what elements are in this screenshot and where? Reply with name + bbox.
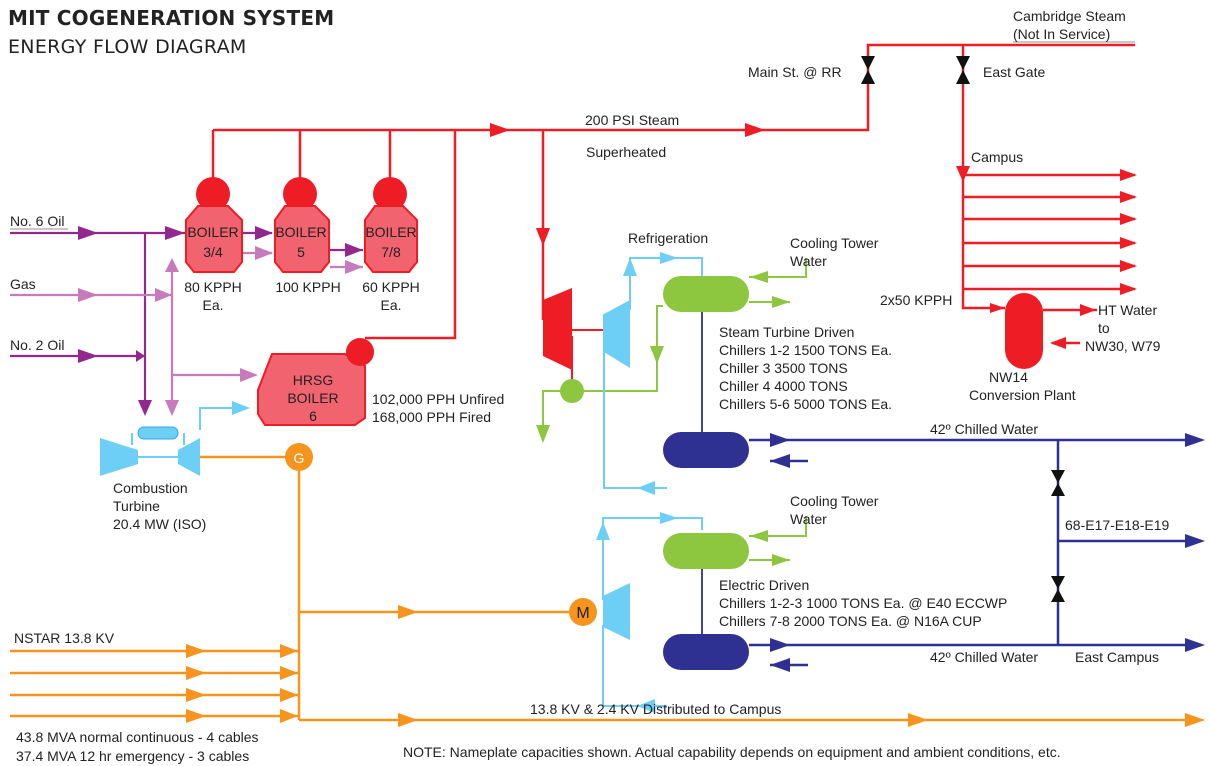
combustion-turbine[interactable] xyxy=(100,401,250,476)
steam-superheated-label: Superheated xyxy=(586,144,666,160)
hrsg-type: BOILER xyxy=(287,390,338,406)
hrsg-unfired-capacity: 102,000 PPH Unfired xyxy=(372,391,504,407)
fuel-gas-label: Gas xyxy=(10,276,36,292)
campus-steam-label: Campus xyxy=(971,149,1023,165)
chilled-water-lines xyxy=(749,438,1190,667)
motor-label: M xyxy=(576,605,589,622)
diagram-title: MIT COGENERATION SYSTEM xyxy=(8,6,335,30)
distribution-label: 13.8 KV & 2.4 KV Distributed to Campus xyxy=(530,701,781,717)
east-gate-branch xyxy=(961,45,1005,310)
electric-chiller-title: Electric Driven xyxy=(719,577,809,593)
htx-capacity-label: 2x50 KPPH xyxy=(880,292,952,308)
generator-label: G xyxy=(294,450,305,466)
valve-main-st-label: Main St. @ RR xyxy=(748,64,842,80)
boiler-7-8-capacity-note: Ea. xyxy=(380,297,401,313)
electric-network xyxy=(10,455,1195,722)
valve-east-gate-label: East Gate xyxy=(983,64,1045,80)
turbine-label-1: Combustion xyxy=(113,480,188,496)
fuel-no2-label: No. 2 Oil xyxy=(10,337,64,353)
hrsg-steam-riser xyxy=(365,130,457,340)
evaporator-2[interactable] xyxy=(663,634,749,670)
nw14-plant: Conversion Plant xyxy=(969,387,1076,403)
fuel-arrows xyxy=(78,226,363,416)
steam-header-line xyxy=(213,43,1135,132)
nw14-name: NW14 xyxy=(989,369,1028,385)
chilled-water-2-label: 42º Chilled Water xyxy=(930,649,1038,665)
cambridge-steam-label: Cambridge Steam xyxy=(1013,8,1126,24)
electric-arrows xyxy=(186,605,1205,727)
refrigerant-arrows xyxy=(596,252,678,713)
footnote: NOTE: Nameplate capacities shown. Actual… xyxy=(403,744,1061,760)
cooling-tower-2-label: Cooling Tower xyxy=(790,493,879,509)
valve-main-st[interactable] xyxy=(861,56,875,84)
electric-chiller-line-2: Chillers 7-8 2000 TONS Ea. @ N16A CUP xyxy=(719,613,982,629)
hrsg-boiler-6[interactable] xyxy=(257,338,374,426)
steam-chiller-line-3: Chiller 4 4000 TONS xyxy=(719,378,848,394)
turbine-capacity: 20.4 MW (ISO) xyxy=(113,516,206,532)
motor[interactable]: M xyxy=(569,598,597,626)
nstar-label: NSTAR 13.8 KV xyxy=(14,630,115,646)
steam-header-label: 200 PSI Steam xyxy=(585,112,679,128)
boiler-7-8[interactable] xyxy=(364,177,418,273)
hrsg-fired-capacity: 168,000 PPH Fired xyxy=(372,409,491,425)
boiler-3-4-capacity: 80 KPPH xyxy=(184,279,242,295)
chilled-link-label: 68-E17-E18-E19 xyxy=(1065,517,1170,533)
turbine-label-2: Turbine xyxy=(113,498,160,514)
boiler-3-4-id: 3/4 xyxy=(203,244,223,260)
steam-arrows xyxy=(490,123,1137,349)
cooling-tower-arrows xyxy=(750,271,790,566)
refrigeration-label: Refrigeration xyxy=(628,230,708,246)
steam-chiller-line-2: Chiller 3 3500 TONS xyxy=(719,360,848,376)
steam-network xyxy=(211,43,1135,345)
generator[interactable]: G xyxy=(285,443,313,471)
valve-east-gate[interactable] xyxy=(956,56,970,84)
cooling-tower-1-label: Cooling Tower xyxy=(790,235,879,251)
mva-emergency-label: 37.4 MVA 12 hr emergency - 3 cables xyxy=(16,748,249,764)
electric-chiller-compressor[interactable] xyxy=(603,583,630,640)
steam-turbine-chiller[interactable] xyxy=(536,288,664,443)
valve-chilled-upper[interactable] xyxy=(1051,470,1065,496)
diagram-subtitle: ENERGY FLOW DIAGRAM xyxy=(8,36,247,58)
boiler-3-4-name: BOILER xyxy=(187,224,238,240)
boiler-5[interactable] xyxy=(274,177,330,273)
boiler-5-id: 5 xyxy=(297,244,305,260)
cambridge-not-in-service: (Not In Service) xyxy=(1013,26,1110,42)
ht-water-label: HT Water xyxy=(1098,302,1157,318)
ht-water-dest: NW30, W79 xyxy=(1085,338,1161,354)
nw14-conversion-plant[interactable] xyxy=(1005,293,1043,369)
valve-chilled-lower[interactable] xyxy=(1051,576,1065,602)
mva-normal-label: 43.8 MVA normal continuous - 4 cables xyxy=(16,729,259,745)
fuel-no6-label: No. 6 Oil xyxy=(10,213,64,229)
chilled-water-1-label: 42º Chilled Water xyxy=(930,421,1038,437)
electric-chiller-line-1: Chillers 1-2-3 1000 TONS Ea. @ E40 ECCWP xyxy=(719,595,1007,611)
boiler-3-4-capacity-note: Ea. xyxy=(202,297,223,313)
cooling-tower-2-water: Water xyxy=(790,511,827,527)
steam-chiller-line-1: Chillers 1-2 1500 TONS Ea. xyxy=(719,342,892,358)
condenser-2[interactable] xyxy=(663,533,749,569)
boiler-5-capacity: 100 KPPH xyxy=(275,279,340,295)
boiler-7-8-name: BOILER xyxy=(365,224,416,240)
labels: No. 6 Oil Gas No. 2 Oil BOILER 3/4 80 KP… xyxy=(10,8,1170,764)
boiler-7-8-capacity: 60 KPPH xyxy=(362,279,420,295)
condenser-1[interactable] xyxy=(663,276,749,312)
steam-chiller-title: Steam Turbine Driven xyxy=(719,324,854,340)
chilled-water-arrows xyxy=(770,433,1205,672)
ht-water-to: to xyxy=(1098,320,1110,336)
boiler-3-4[interactable] xyxy=(185,177,243,273)
boiler-5-name: BOILER xyxy=(275,224,326,240)
cooling-tower-1-water: Water xyxy=(790,253,827,269)
steam-chiller-line-4: Chillers 5-6 5000 TONS Ea. xyxy=(719,396,892,412)
east-campus-label: East Campus xyxy=(1075,649,1159,665)
hrsg-name: HRSG xyxy=(293,372,333,388)
evaporator-1[interactable] xyxy=(663,432,749,468)
boiler-7-8-id: 7/8 xyxy=(381,244,401,260)
hrsg-id: 6 xyxy=(309,408,317,424)
